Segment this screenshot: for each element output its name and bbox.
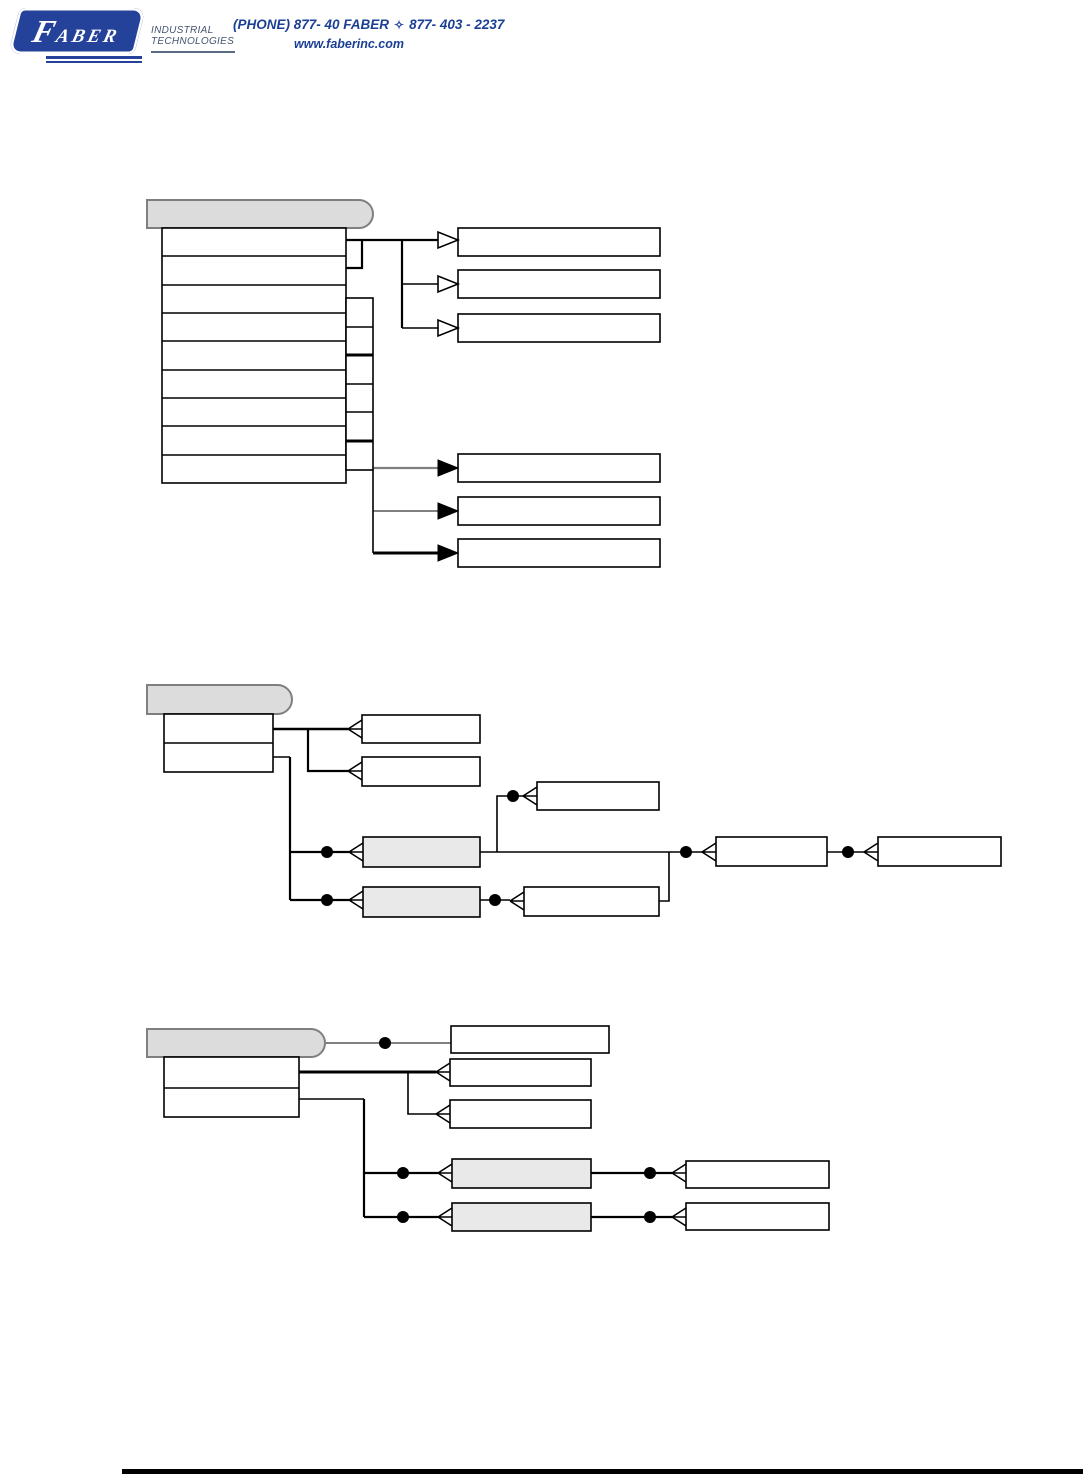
diagram2-row1-elbow <box>306 729 348 773</box>
connector-dot-icon <box>644 1167 656 1179</box>
diagram-3 <box>146 1025 830 1232</box>
filled-arrow-icon <box>437 502 460 520</box>
website-text: www.faberinc.com <box>294 37 404 51</box>
diagram1-target-box <box>457 227 661 257</box>
connector-dot-icon <box>321 846 333 858</box>
diagram2-up-elbow <box>496 795 523 852</box>
open-arrow-icon <box>437 1163 453 1183</box>
hollow-arrow-icon <box>437 230 461 250</box>
diagram2-white-box <box>523 886 660 917</box>
hollow-arrow-icon <box>437 318 461 338</box>
open-arrow-icon <box>437 1207 453 1227</box>
footer-rule <box>122 1469 1083 1474</box>
connector-dot-icon <box>489 894 501 906</box>
diagram1-branch-stubs <box>402 283 438 329</box>
open-arrow-icon <box>701 842 717 862</box>
connector-dot-icon <box>842 846 854 858</box>
open-arrow-icon <box>863 842 879 862</box>
diagram2-white-box <box>361 714 481 744</box>
phone-secondary: 877- 403 - 2237 <box>409 17 505 32</box>
open-arrow-icon <box>347 761 363 781</box>
diagram2-white-box <box>536 781 660 811</box>
filled-arrow-icon <box>437 459 460 477</box>
logo-tagline: INDUSTRIAL TECHNOLOGIES <box>151 25 235 53</box>
diagram2-header-stadium <box>146 683 294 716</box>
diagram1-port-dividers <box>346 326 373 413</box>
diagram3-row1-elbow <box>407 1072 436 1115</box>
diagram3-white-box <box>685 1160 830 1189</box>
open-arrow-icon <box>348 890 364 910</box>
connector-dot-icon <box>644 1211 656 1223</box>
diagram2-gray-box <box>362 886 481 918</box>
diagram1-target-box <box>457 313 661 343</box>
diagram3-left-stack <box>163 1056 300 1118</box>
diagram3-gray-box <box>451 1202 592 1232</box>
diagram3-white-box <box>450 1025 610 1054</box>
diagram-1 <box>146 199 661 568</box>
diagram3-white-box <box>685 1202 830 1231</box>
connector-dot-icon <box>379 1037 391 1049</box>
diagram1-port-dividers-thick <box>346 353 373 443</box>
open-arrow-icon <box>435 1104 451 1124</box>
diagram3-gray-box <box>451 1158 592 1189</box>
connector-dot-icon <box>321 894 333 906</box>
diagram-2 <box>146 683 1002 918</box>
open-arrow-icon <box>522 786 538 806</box>
logo-underline <box>151 51 235 53</box>
diagram3-white-box <box>449 1099 592 1129</box>
connector-dot-icon <box>507 790 519 802</box>
diagram1-target-box <box>457 496 661 526</box>
logo-stripe <box>46 56 142 59</box>
diagram2-white-box <box>715 836 828 867</box>
open-arrow-icon <box>347 719 363 739</box>
logo-industrial-label: INDUSTRIAL <box>151 25 214 36</box>
diagram1-target-box <box>457 453 661 483</box>
phone-primary: (PHONE) 877- 40 FABER <box>233 17 390 32</box>
diagram2-return-elbow <box>659 852 670 902</box>
logo-stripe <box>46 61 142 63</box>
open-arrow-icon <box>671 1207 687 1227</box>
open-arrow-icon <box>671 1163 687 1183</box>
filled-arrow-icon <box>437 544 460 562</box>
connector-dot-icon <box>680 846 692 858</box>
diamond-icon: ✧ <box>394 18 405 32</box>
diagram1-stack-dividers <box>162 255 346 456</box>
diagram1-target-box <box>457 269 661 299</box>
diagram1-target-box <box>457 538 661 568</box>
diagram2-gray-box <box>362 836 481 868</box>
open-arrow-icon <box>348 842 364 862</box>
contact-block: (PHONE) 877- 40 FABER ✧ 877- 403 - 2237 ww… <box>233 17 504 51</box>
hollow-arrow-icon <box>437 274 461 294</box>
diagram2-white-box <box>361 756 481 787</box>
diagram1-row2-elbow-line <box>346 240 364 270</box>
diagram1-left-stack <box>161 227 347 484</box>
diagram3-header-stadium <box>146 1028 327 1058</box>
diagram1-header-stadium <box>146 199 375 229</box>
diagram3-white-box <box>449 1058 592 1087</box>
diagram2-white-box <box>877 836 1002 867</box>
open-arrow-icon <box>435 1062 451 1082</box>
connector-dot-icon <box>397 1167 409 1179</box>
connector-dot-icon <box>397 1211 409 1223</box>
open-arrow-icon <box>509 891 525 911</box>
phone-line: (PHONE) 877- 40 FABER ✧ 877- 403 - 2237 <box>233 17 504 32</box>
logo-technologies-label: TECHNOLOGIES <box>151 36 235 47</box>
